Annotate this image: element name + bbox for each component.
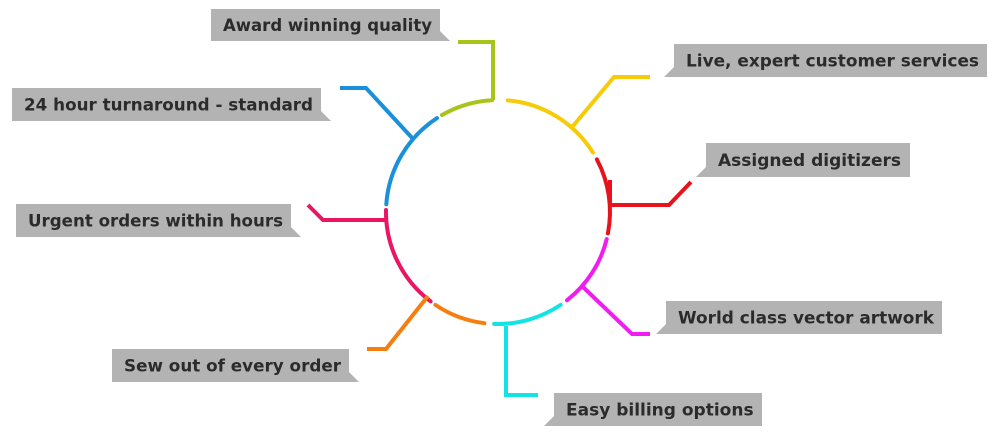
label-text-digitizers: Assigned digitizers xyxy=(718,151,901,171)
connector-urgent xyxy=(306,203,387,222)
arc-award xyxy=(440,98,495,117)
connector-turnaround xyxy=(340,86,416,142)
label-urgent: Urgent orders within hours xyxy=(16,204,301,237)
label-billing: Easy billing options xyxy=(544,393,762,426)
connector-sew-out xyxy=(367,294,430,351)
label-text-award: Award winning quality xyxy=(223,16,432,36)
label-sew-out: Sew out of every order xyxy=(112,349,359,382)
label-turnaround: 24 hour turnaround - standard xyxy=(12,88,331,121)
label-text-live-service: Live, expert customer services xyxy=(686,52,979,72)
connector-award xyxy=(458,40,495,100)
label-box-digitizers xyxy=(696,143,910,177)
label-box-live-service xyxy=(664,44,987,77)
arc-urgent xyxy=(383,208,433,304)
label-box-billing xyxy=(544,393,762,426)
label-vector: World class vector artwork xyxy=(656,301,942,334)
label-award: Award winning quality xyxy=(211,9,450,41)
label-digitizers: Assigned digitizers xyxy=(696,143,910,177)
circle-arcs xyxy=(383,98,612,326)
connector-vector xyxy=(581,285,650,336)
label-box-turnaround xyxy=(12,88,331,121)
label-text-billing: Easy billing options xyxy=(566,401,754,421)
label-text-sew-out: Sew out of every order xyxy=(124,357,342,377)
connector-live-service xyxy=(571,75,650,128)
label-box-urgent xyxy=(16,204,301,237)
connector-billing xyxy=(504,326,538,397)
arc-vector xyxy=(565,237,609,303)
label-text-vector: World class vector artwork xyxy=(678,309,935,329)
label-text-urgent: Urgent orders within hours xyxy=(28,212,283,232)
connector-lines xyxy=(306,40,693,397)
arc-sew-out xyxy=(433,302,487,326)
arc-turnaround xyxy=(384,116,439,207)
arc-billing xyxy=(492,302,563,326)
label-live-service: Live, expert customer services xyxy=(664,44,987,77)
label-box-award xyxy=(211,9,450,41)
label-text-turnaround: 24 hour turnaround - standard xyxy=(24,96,313,116)
connector-digitizers xyxy=(608,180,693,207)
label-box-sew-out xyxy=(112,349,359,382)
label-box-vector xyxy=(656,301,942,334)
arc-live-service xyxy=(505,98,595,155)
